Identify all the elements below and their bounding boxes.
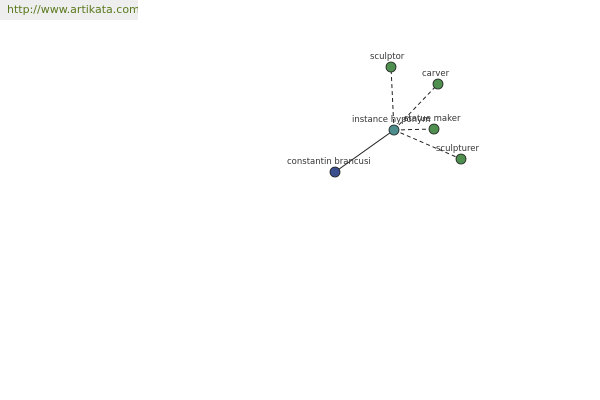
node-sculptor[interactable] xyxy=(385,61,397,73)
node-label-carver: carver xyxy=(422,69,450,79)
node-hyponym[interactable] xyxy=(388,124,400,136)
node-carver[interactable] xyxy=(432,78,444,90)
node-label-brancusi: constantin brancusi xyxy=(287,157,371,167)
node-brancusi[interactable] xyxy=(329,166,341,178)
edge-brancusi xyxy=(334,129,395,173)
graph-labels: sculptor carver statue maker sculpturer cons… xyxy=(287,52,480,167)
edge-sculptor xyxy=(390,66,395,131)
node-label-statue: statue maker xyxy=(404,114,461,124)
node-statue[interactable] xyxy=(428,123,440,135)
site-url[interactable]: http://www.artikata.com xyxy=(0,0,138,20)
node-label-sculptor: sculptor xyxy=(370,52,405,62)
edge-carver xyxy=(393,83,439,131)
graph-edges xyxy=(334,66,462,173)
node-sculpturer[interactable] xyxy=(455,153,467,165)
edge-sculpturer xyxy=(393,129,462,160)
node-label-sculpturer: sculpturer xyxy=(436,144,480,154)
graph-nodes xyxy=(329,61,467,178)
edge-statue xyxy=(393,128,435,131)
node-label-hyponym: instance hyponym xyxy=(352,115,430,125)
